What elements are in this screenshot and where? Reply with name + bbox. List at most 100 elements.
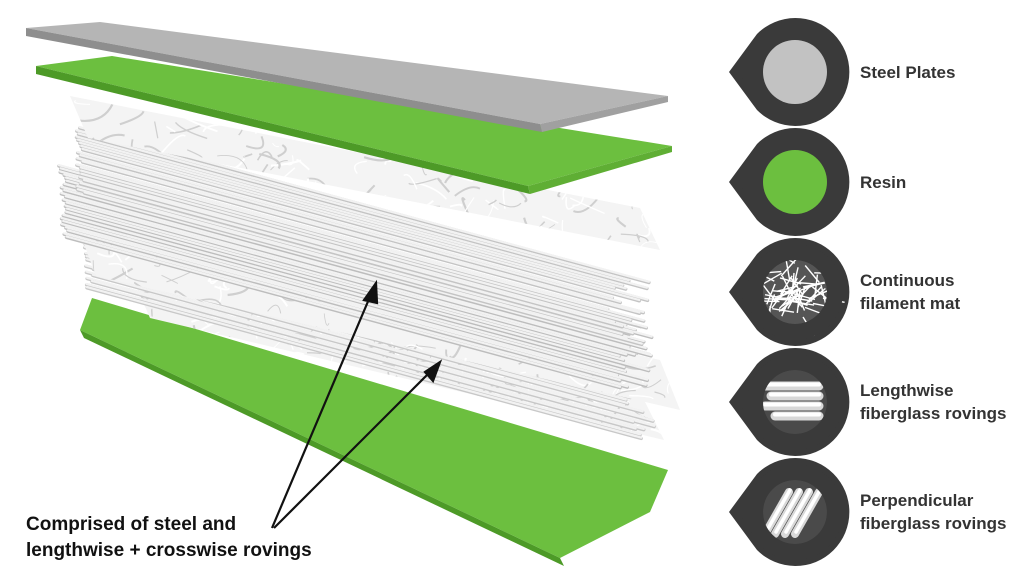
lengthwise-rovings-lower-roving: [85, 270, 656, 427]
lengthwise-rovings-upper-roving: [60, 223, 619, 376]
lengthwise-rovings-top-roving: [78, 141, 616, 289]
filament-mat-bottom-fiber: [130, 413, 143, 430]
lengthwise-rovings-upper-roving: [62, 219, 649, 381]
lengthwise-rovings-icon: [747, 354, 843, 450]
legend-label-line: fiberglass rovings: [860, 514, 1007, 533]
filament-mat-middle-fiber: [168, 406, 191, 410]
filament-mat-middle-fiber: [216, 419, 235, 427]
filament-mat-middle-fiber: [89, 395, 122, 405]
filament-mat-top-fiber: [559, 234, 577, 244]
filament-mat-bottom-fiber: [250, 430, 286, 440]
perpendicular-rovings-icon-roving-highlight: [764, 488, 792, 534]
legend-label-line: Perpendicular: [860, 491, 974, 510]
legend-label-line: Lengthwise: [860, 381, 954, 400]
filament-mat-bottom-fiber: [656, 262, 673, 270]
filament-mat-bottom-fiber: [386, 375, 398, 389]
lengthwise-rovings-top-roving: [76, 138, 627, 290]
filament-mat-middle-fiber: [73, 378, 75, 392]
legend-label: Resin: [860, 171, 1024, 194]
lengthwise-rovings-top-roving: [76, 185, 623, 335]
filament-mat-middle-fiber: [668, 261, 680, 272]
lengthwise-rovings-upper-roving: [60, 216, 627, 373]
filament-mat-middle-fiber: [178, 420, 184, 437]
filament-mat-bottom-fiber: [177, 432, 197, 440]
filament-mat-bottom-fiber: [215, 406, 234, 418]
filament-mat-bottom-fiber: [287, 351, 305, 359]
lengthwise-rovings-top-roving: [80, 172, 648, 329]
filament-mat-icon-fiber: [796, 281, 819, 285]
filament-mat-bottom-fiber: [166, 385, 186, 397]
legend-label: Perpendicular fiberglass rovings: [860, 489, 1024, 535]
arrow-line-lower: [273, 369, 433, 529]
lengthwise-rovings-top-roving: [81, 147, 641, 302]
filament-mat-bottom-fiber: [190, 407, 224, 414]
lengthwise-rovings-top-roving: [79, 166, 645, 322]
filament-mat-icon-fiber: [792, 300, 815, 306]
arrow-head-lower: [423, 359, 443, 384]
filament-mat-middle-fiber: [323, 313, 330, 326]
lengthwise-rovings-upper-roving: [64, 204, 621, 357]
resin-layer-top: [36, 56, 672, 186]
lengthwise-rovings-upper-roving: [60, 192, 630, 349]
filament-mat-bottom-fiber: [130, 377, 136, 387]
filament-mat-middle-fiber: [161, 274, 179, 284]
filament-mat-middle-fiber: [216, 412, 246, 429]
legend-label-line: Resin: [860, 172, 907, 192]
filament-mat-bottom-fiber: [193, 407, 218, 422]
filament-mat-middle-fiber: [62, 307, 73, 313]
filament-mat-bottom-fiber: [211, 435, 217, 440]
filament-mat-top-fiber: [79, 103, 114, 122]
filament-mat-middle-fiber: [56, 348, 77, 357]
filament-mat-top-fiber: [650, 189, 660, 209]
filament-mat-bottom-fiber: [220, 422, 228, 431]
filament-mat-bottom-fiber: [651, 312, 664, 325]
lengthwise-rovings-lower-roving: [85, 286, 643, 439]
lengthwise-rovings-upper-roving: [63, 232, 629, 388]
filament-mat-bottom-fiber: [273, 436, 285, 440]
filament-mat-icon-mask: [747, 244, 843, 340]
filament-mat-top-fiber: [488, 199, 497, 206]
steel-plate-side: [540, 96, 668, 132]
lengthwise-rovings-top-roving: [79, 169, 632, 321]
filament-mat-icon-fiber: [808, 289, 830, 300]
filament-mat-middle-fiber: [150, 408, 159, 410]
filament-mat-icon-fiber: [781, 293, 801, 307]
perpendicular-rovings-icon-roving-highlight: [784, 488, 812, 534]
filament-mat-top-fiber: [593, 192, 615, 200]
filament-mat-bottom-fiber: [230, 412, 247, 424]
filament-mat-bottom-fiber: [166, 430, 180, 440]
filament-mat-middle-fiber: [121, 268, 147, 283]
filament-mat-bottom-fiber: [236, 439, 255, 440]
filament-mat-top-fiber: [622, 133, 657, 137]
filament-mat-icon-fiber: [781, 275, 793, 297]
filament-mat-bottom-fiber: [130, 411, 156, 425]
filament-mat-icon-fiber: [795, 289, 806, 311]
filament-mat-top-fiber: [498, 202, 522, 208]
filament-mat-icon-fiber: [764, 294, 787, 300]
resin-layer-bottom-edge: [80, 330, 564, 566]
resin-layer-top-side: [528, 146, 672, 194]
filament-mat-middle-fiber: [90, 391, 112, 398]
filament-mat-middle-fiber: [448, 342, 463, 359]
filament-mat-middle-fiber: [625, 259, 658, 277]
lengthwise-rovings-upper-roving: [62, 198, 636, 356]
legend-pin-lengthwise-rovings: [729, 348, 850, 457]
filament-mat-middle-fiber: [191, 403, 200, 410]
filament-mat-bottom-fiber: [306, 352, 322, 355]
resin-layer-top-edge: [36, 66, 530, 194]
filament-mat-top-fiber: [245, 136, 265, 150]
filament-mat-bottom-fiber: [623, 254, 634, 266]
filament-mat-icon-fiber: [803, 282, 826, 289]
filament-mat-middle-fiber: [639, 269, 643, 273]
lengthwise-rovings-top-roving: [81, 160, 641, 314]
filament-mat-top-fiber: [588, 245, 610, 250]
filament-mat-bottom-fiber: [116, 366, 127, 381]
filament-mat-middle-fiber: [132, 372, 151, 389]
filament-mat-icon-fiber: [790, 296, 813, 302]
legend-label-line: fiberglass rovings: [860, 404, 1007, 423]
filament-mat-top-fiber: [454, 186, 481, 197]
filament-mat-middle-fiber: [629, 394, 654, 400]
filament-mat-top-fiber: [154, 121, 159, 139]
filament-mat-middle-fiber: [505, 228, 523, 238]
filament-mat-bottom-fiber: [674, 388, 687, 394]
